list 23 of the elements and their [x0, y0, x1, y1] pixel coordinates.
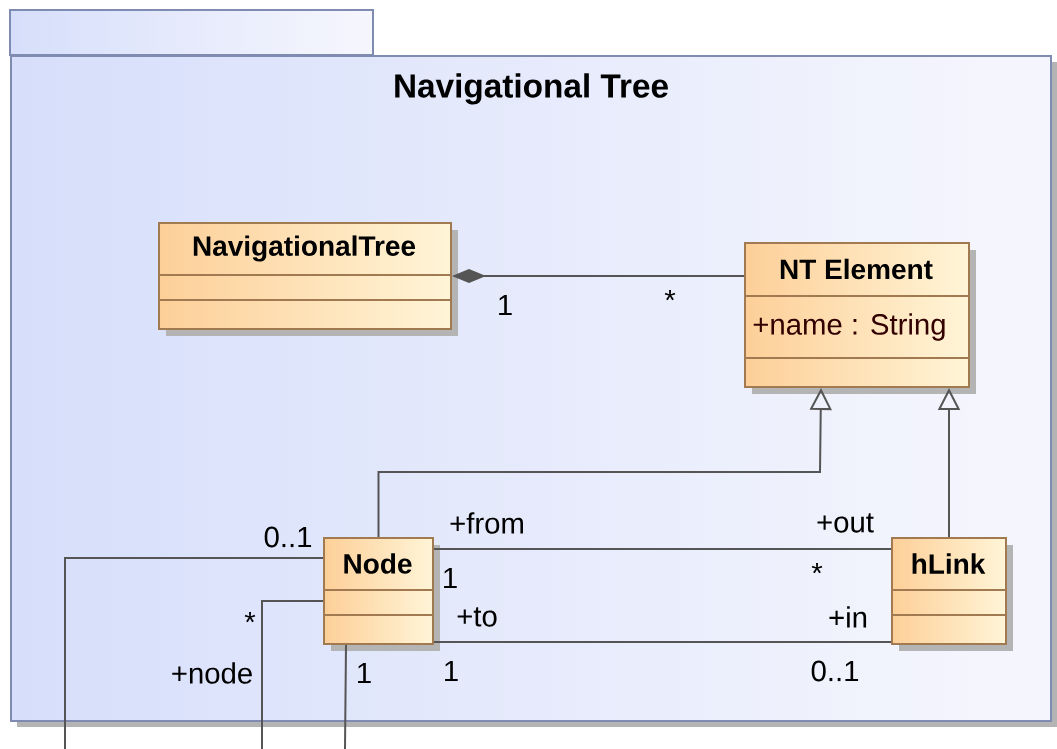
multiplicity-label: 1 — [445, 660, 458, 682]
class-box: hLink — [890, 537, 1013, 651]
role-label: +out — [817, 513, 874, 533]
multiplicity-label: 1 — [358, 662, 371, 684]
multiplicity-label: 1 — [499, 294, 512, 316]
association-line — [433, 641, 892, 643]
class-box: NT Element +name : String — [743, 242, 976, 394]
multiplicity-label: 1 — [444, 567, 457, 589]
association-line — [261, 600, 324, 749]
class-box: Node — [322, 537, 440, 651]
association-line — [433, 548, 892, 550]
multiplicity-label: * — [244, 611, 256, 623]
multiplicity-label: 0..1 — [811, 660, 859, 682]
association-line — [344, 644, 347, 749]
role-label: +from — [450, 512, 523, 534]
multiplicity-label: * — [811, 562, 823, 574]
role-label: +in — [829, 606, 867, 628]
role-label: +to — [457, 607, 497, 627]
role-label: +node — [172, 662, 252, 684]
multiplicity-label: * — [664, 289, 676, 301]
association-line — [64, 557, 324, 749]
class-box: NavigationalTree — [157, 222, 458, 336]
multiplicity-label: 0..1 — [264, 526, 312, 548]
